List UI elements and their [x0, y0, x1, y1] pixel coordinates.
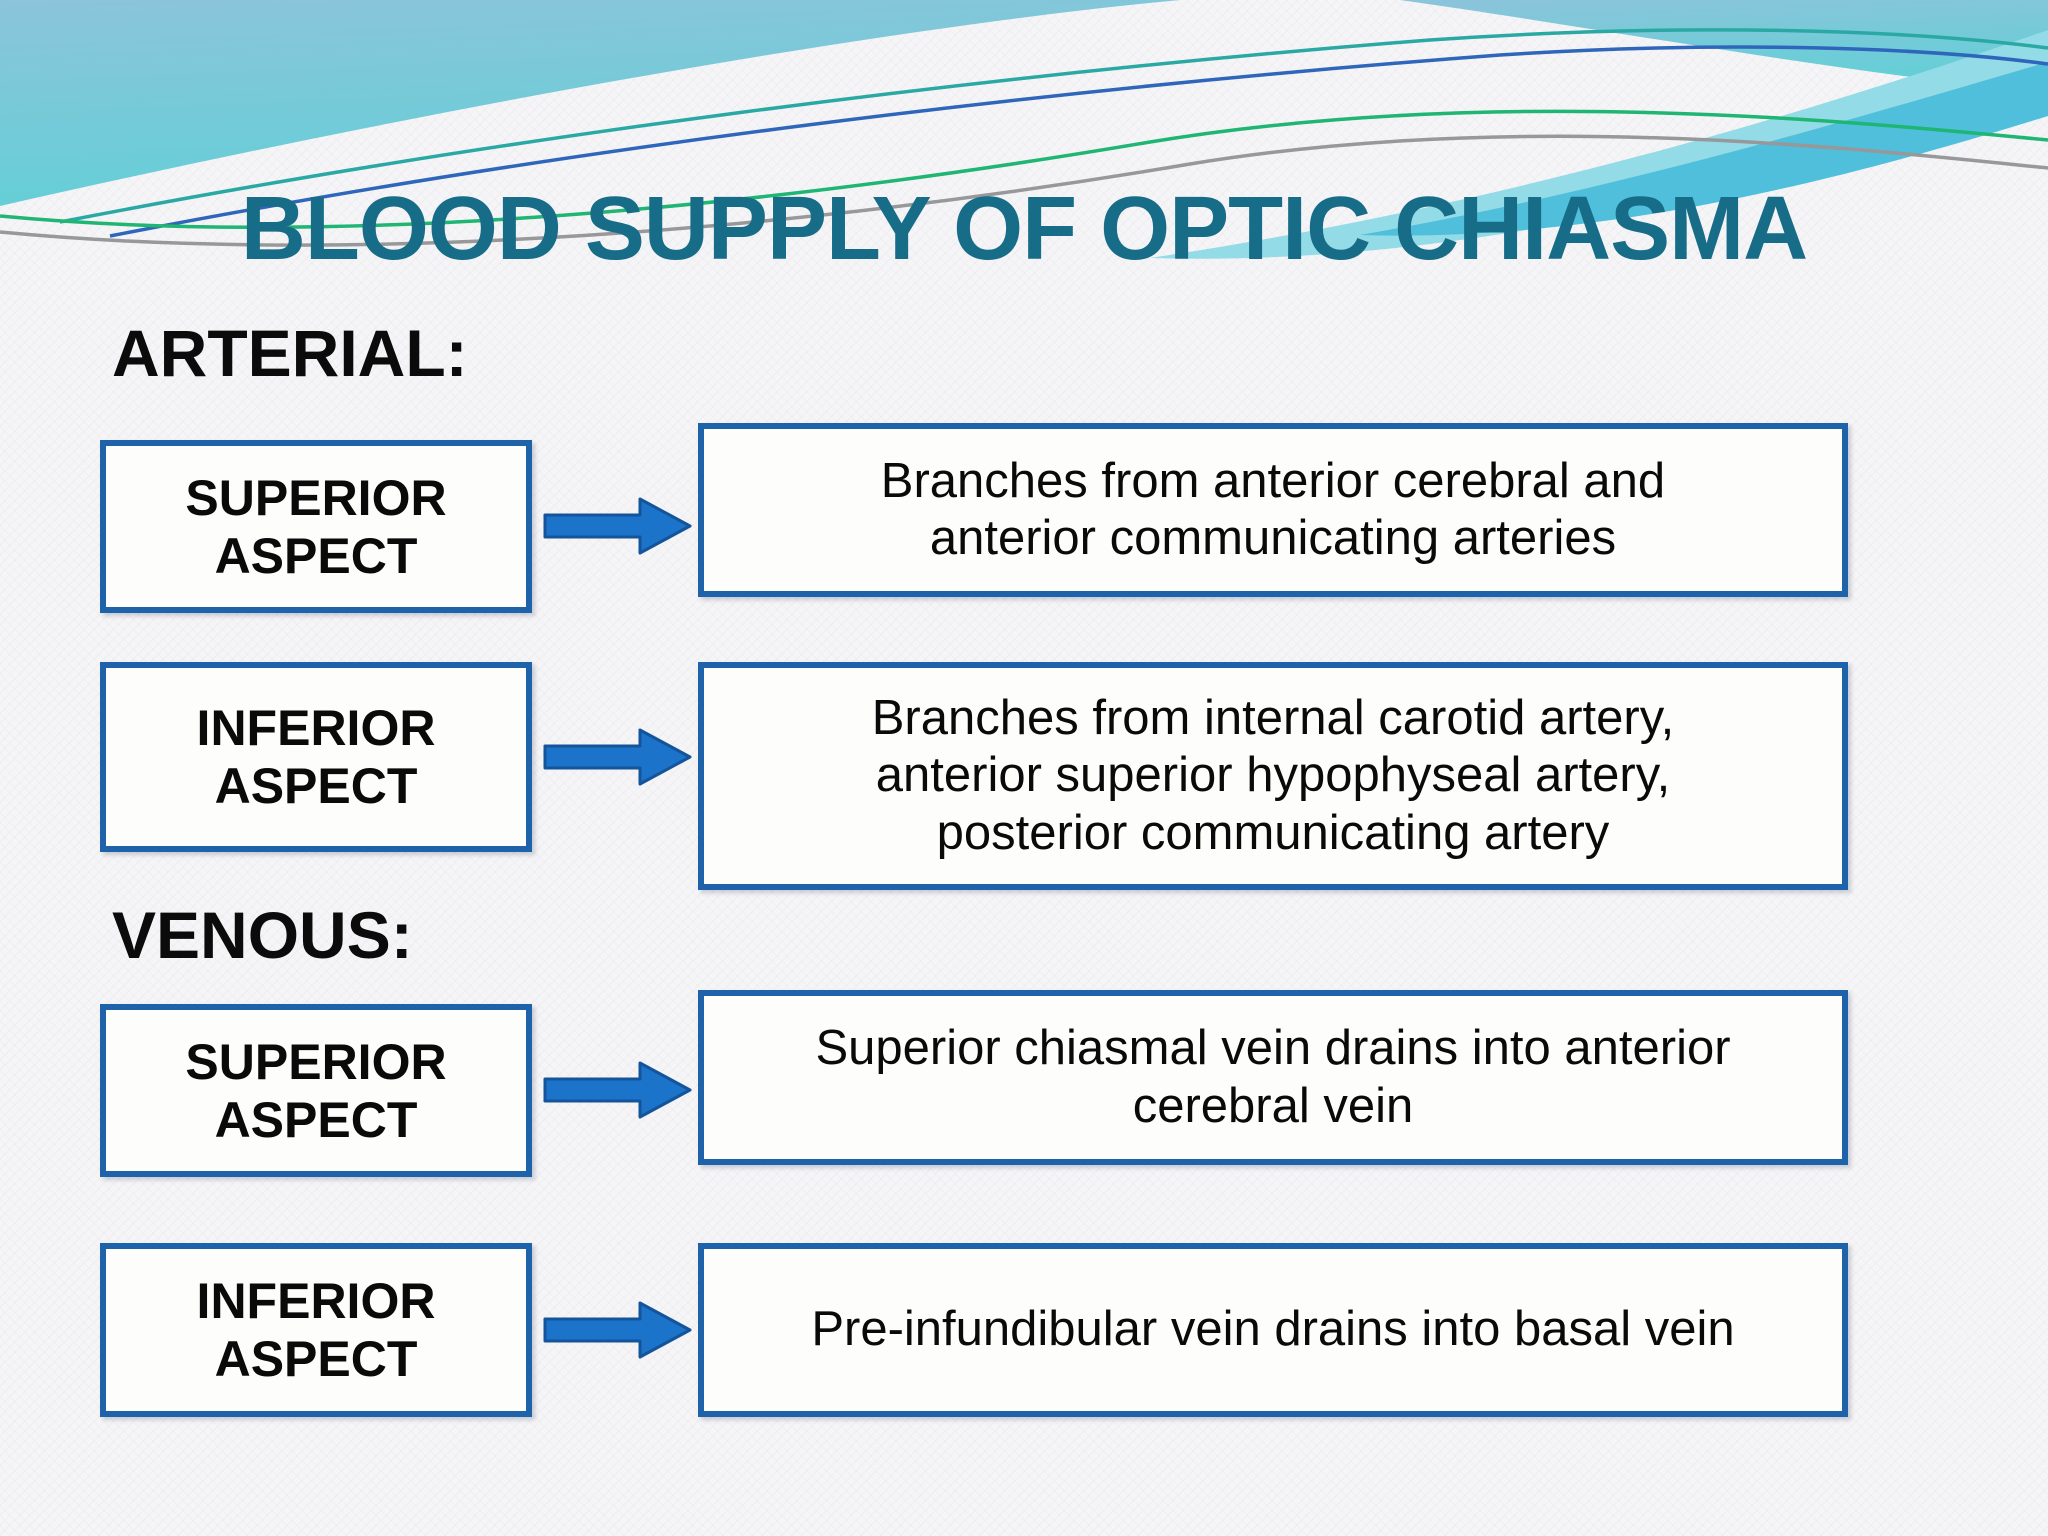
- right-arrow-icon: [543, 1061, 692, 1119]
- right-arrow-icon: [543, 728, 692, 786]
- wave-sky-left: [0, 0, 1180, 206]
- slide-title: BLOOD SUPPLY OF OPTIC CHIASMA: [240, 179, 1808, 279]
- supply-description-box: Branches from internal carotid artery, a…: [698, 662, 1848, 890]
- supply-description-box: Branches from anterior cerebral and ante…: [698, 423, 1848, 597]
- aspect-label-box: INFERIOR ASPECT: [100, 662, 532, 852]
- decorative-line-gray: [0, 134, 2048, 247]
- right-arrow-icon: [543, 497, 692, 555]
- aspect-label-box: INFERIOR ASPECT: [100, 1243, 532, 1417]
- right-arrow-icon: [543, 1301, 692, 1359]
- decorative-line-teal: [59, 28, 2048, 224]
- aspect-label-box: SUPERIOR ASPECT: [100, 440, 532, 613]
- decorative-line-green: [0, 109, 2048, 229]
- decorative-line-blue: [109, 45, 2048, 238]
- header-wave-decoration: [0, 0, 2048, 259]
- aspect-label-box: SUPERIOR ASPECT: [100, 1004, 532, 1177]
- supply-description-box: Superior chiasmal vein drains into anter…: [698, 990, 1848, 1165]
- supply-description-box: Pre-infundibular vein drains into basal …: [698, 1243, 1848, 1417]
- section-heading-venous: VENOUS:: [112, 898, 413, 972]
- section-heading-arterial: ARTERIAL:: [112, 316, 468, 390]
- wave-band-deep: [1360, 62, 2048, 236]
